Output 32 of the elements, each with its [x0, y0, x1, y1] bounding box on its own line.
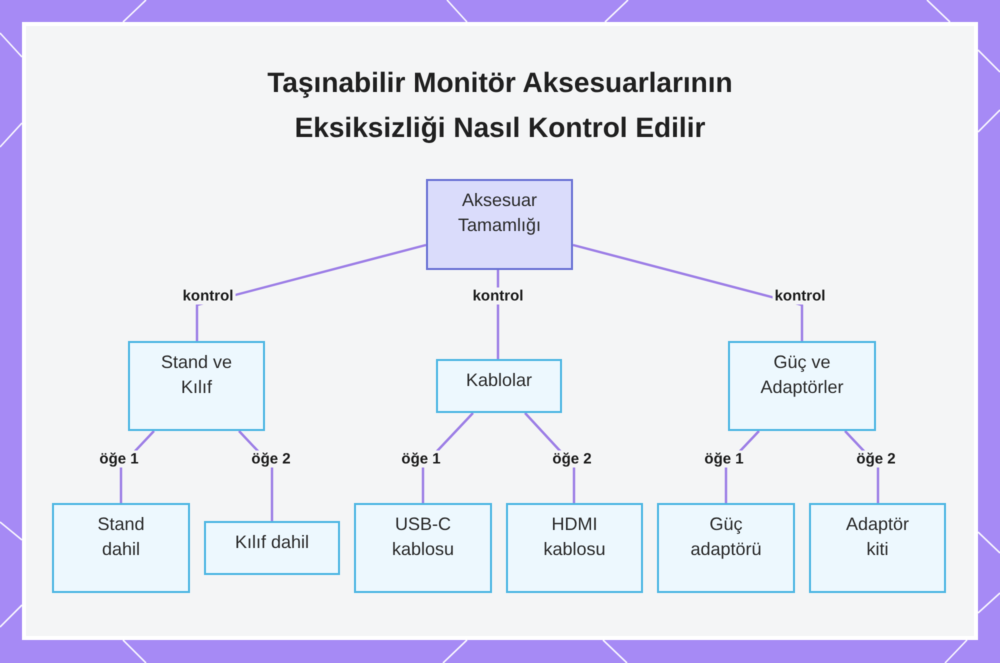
connector-line [196, 244, 426, 341]
node-text: Stand dahil [96, 513, 146, 561]
node-text: Kılıf dahil [234, 531, 310, 554]
node-text: Güç ve Adaptörler [759, 351, 845, 399]
root-box [426, 179, 573, 270]
connector-line [572, 244, 804, 341]
edge-label: öğe 2 [249, 450, 293, 468]
node-text: Aksesuar Tamamlığı [456, 189, 542, 237]
item-box [657, 503, 795, 593]
node-text: Stand ve Kılıf [160, 351, 234, 399]
edge-label: öğe 1 [399, 450, 443, 468]
edge-label: kontrol [772, 288, 828, 304]
category-box [728, 341, 876, 431]
diagram-title: Taşınabilir Monitör Aksesuarlarının Eksiksizliği Nasıl Kontrol Edilir [266, 66, 734, 145]
category-box [436, 359, 562, 413]
item-box [52, 503, 190, 593]
item-box [506, 503, 643, 593]
edge-label: kontrol [470, 288, 526, 304]
edge-label: öğe 1 [702, 450, 746, 468]
item-box [354, 503, 492, 593]
node-text: USB-C kablosu [390, 513, 456, 561]
category-box [128, 341, 265, 431]
node-text: Adaptör kiti [844, 513, 910, 561]
node-text: HDMI kablosu [542, 513, 607, 561]
item-box [809, 503, 946, 593]
node-text: Kablolar [466, 369, 532, 392]
edge-label: öğe 1 [97, 450, 141, 468]
edge-label: öğe 2 [854, 450, 898, 468]
item-box [204, 521, 340, 575]
edge-label: kontrol [180, 288, 236, 304]
edge-label: öğe 2 [550, 450, 594, 468]
node-text: Güç adaptörü [689, 513, 763, 561]
